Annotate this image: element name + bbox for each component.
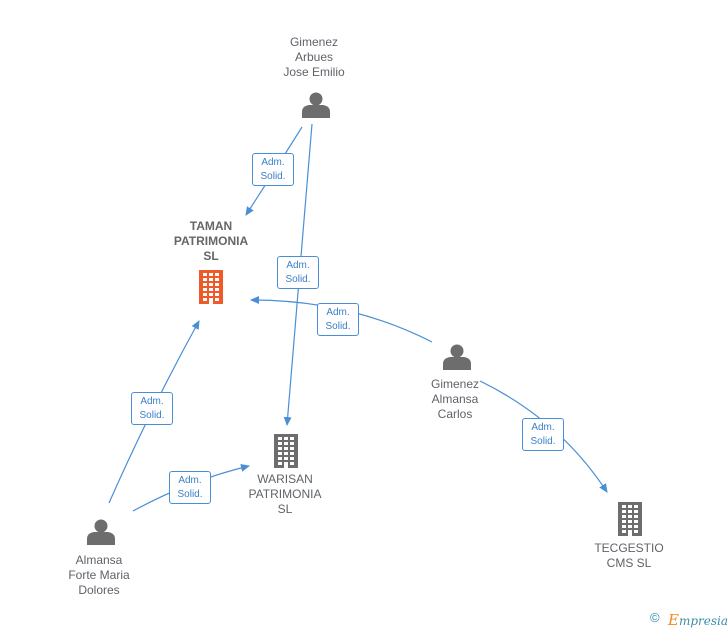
node-label-gimenez-almansa[interactable]: Gimenez Almansa Carlos (430, 377, 480, 421)
edge-label-almansa-taman: Adm. Solid. (317, 303, 359, 336)
edge-label-almansa-tecgestio: Adm. Solid. (522, 418, 564, 451)
node-label-almansa-forte[interactable]: Almansa Forte Maria Dolores (68, 553, 130, 597)
building-icon-taman[interactable] (199, 270, 223, 304)
edge-label-arbues-taman: Adm. Solid. (252, 153, 294, 186)
node-label-taman-patrimonia[interactable]: TAMAN PATRIMONIA SL (173, 219, 249, 263)
person-icon-almansa-forte[interactable] (87, 519, 115, 546)
node-label-tecgestio[interactable]: TECGESTIO CMS SL (594, 541, 664, 570)
brand-rest: mpresia (678, 614, 728, 628)
person-icon-gimenez-almansa[interactable] (443, 344, 471, 371)
edge-label-forte-taman: Adm. Solid. (131, 392, 173, 425)
node-label-warisan-patrimonia[interactable]: WARISAN PATRIMONIA SL (248, 472, 322, 516)
brand-first-letter: E (668, 611, 679, 629)
person-icon-gimenez-arbues[interactable] (302, 92, 330, 119)
edge-label-forte-warisan: Adm. Solid. (169, 471, 211, 504)
edge-label-arbues-warisan: Adm. Solid. (277, 256, 319, 289)
copyright-icon: © (650, 610, 660, 625)
empresia-logo[interactable]: Empresia (668, 611, 728, 629)
node-label-gimenez-arbues[interactable]: Gimenez Arbues Jose Emilio (283, 35, 345, 79)
building-icon-warisan[interactable] (274, 434, 298, 468)
building-icon-tecgestio[interactable] (618, 502, 642, 536)
